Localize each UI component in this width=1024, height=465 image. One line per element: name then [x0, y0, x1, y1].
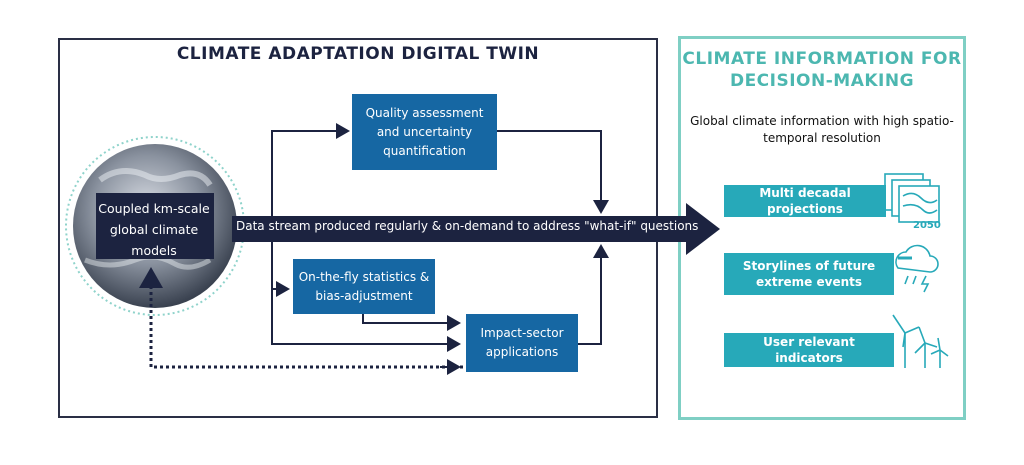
climate-models-label: Coupled km-scale global climate models [98, 201, 210, 258]
output-label: Storylines of future extreme events [742, 259, 876, 289]
data-stream-label: Data stream produced regularly & on-dema… [236, 219, 699, 233]
year-tag: 2050 [913, 220, 941, 231]
wind-turbine-icon [892, 314, 949, 368]
output-multi-decadal-projections: Multi decadal projections [724, 185, 886, 217]
globe-label-box [96, 193, 214, 259]
output-label: User relevant indicators [763, 335, 855, 365]
output-user-relevant-indicators: User relevant indicators [724, 333, 894, 367]
map-icon [884, 173, 940, 223]
on-the-fly-statistics-box: On-the-fly statistics & bias-adjustment [293, 259, 435, 314]
impact-sector-label: Impact-sector applications [480, 326, 564, 359]
quality-assessment-label: Quality assessment and uncertainty quant… [365, 105, 484, 158]
main-data-stream-arrow [232, 203, 720, 255]
on-the-fly-statistics-label: On-the-fly statistics & bias-adjustment [298, 269, 430, 303]
impact-sector-box: Impact-sector applications [466, 314, 578, 372]
output-storylines-extreme-events: Storylines of future extreme events [724, 253, 894, 295]
digital-twin-title: CLIMATE ADAPTATION DIGITAL TWIN [176, 44, 540, 64]
quality-assessment-box: Quality assessment and uncertainty quant… [352, 94, 497, 170]
decision-making-subtitle: Global climate information with high spa… [690, 114, 954, 145]
storm-cloud-icon [895, 244, 939, 293]
output-label: Multi decadal projections [759, 186, 851, 216]
decision-making-title: CLIMATE INFORMATION FOR DECISION-MAKING [682, 49, 962, 91]
